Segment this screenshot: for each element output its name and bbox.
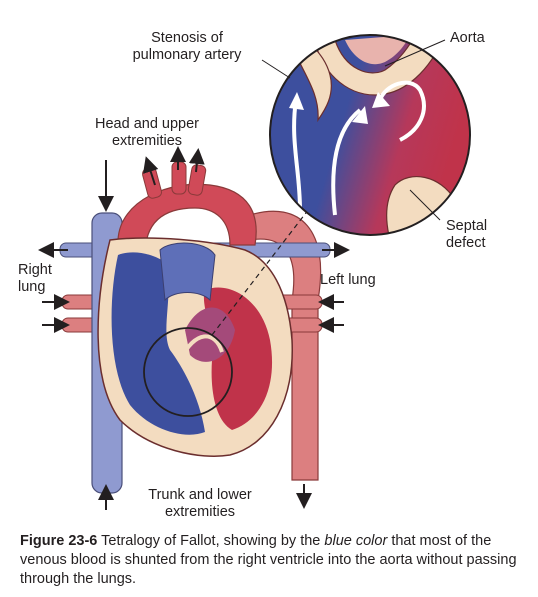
label-stenosis-line1: Stenosis of xyxy=(151,30,223,46)
label-septal-line2: defect xyxy=(446,235,486,251)
label-head-line1: Head and upper xyxy=(95,116,199,132)
heart xyxy=(97,237,293,457)
label-stenosis-of-pulmonary-artery: Stenosis of pulmonary artery xyxy=(112,30,262,64)
label-head-and-upper-extremities: Head and upper extremities xyxy=(72,116,222,150)
figure-caption: Figure 23-6 Tetralogy of Fallot, showing… xyxy=(20,532,520,589)
label-right-lung-line1: Right xyxy=(18,262,52,278)
label-left-lung: Left lung xyxy=(320,272,376,288)
septal-leader xyxy=(409,189,441,221)
label-septal-defect: Septal defect xyxy=(446,218,487,252)
label-trunk-line1: Trunk and lower xyxy=(148,487,252,503)
aortic-arch xyxy=(117,161,257,257)
tetralogy-of-fallot-illustration xyxy=(38,34,471,510)
label-right-lung: Right lung xyxy=(18,262,52,296)
flow-arrows xyxy=(38,146,350,510)
label-aorta: Aorta xyxy=(450,30,485,46)
label-trunk-and-lower-extremities: Trunk and lower extremities xyxy=(125,487,275,521)
caption-text-part1: Tetralogy of Fallot, showing by the xyxy=(101,533,321,549)
detail-region-marker xyxy=(143,327,233,417)
caption-text-part2: that most of the venous blood is shunted… xyxy=(20,533,517,587)
caption-emphasis: blue color xyxy=(324,533,388,549)
figure-number: Figure 23-6 xyxy=(20,533,98,549)
label-trunk-line2: extremities xyxy=(164,504,236,520)
stenosis-leader xyxy=(261,59,291,79)
label-head-line2: extremities xyxy=(111,133,183,149)
magnified-inset xyxy=(269,34,471,236)
label-stenosis-line2: pulmonary artery xyxy=(132,47,242,63)
descending-aorta xyxy=(249,210,322,481)
label-septal-line1: Septal xyxy=(446,218,488,234)
detail-connector-line xyxy=(211,204,313,336)
aorta-leader xyxy=(384,39,446,67)
label-right-lung-line2: lung xyxy=(18,279,46,295)
